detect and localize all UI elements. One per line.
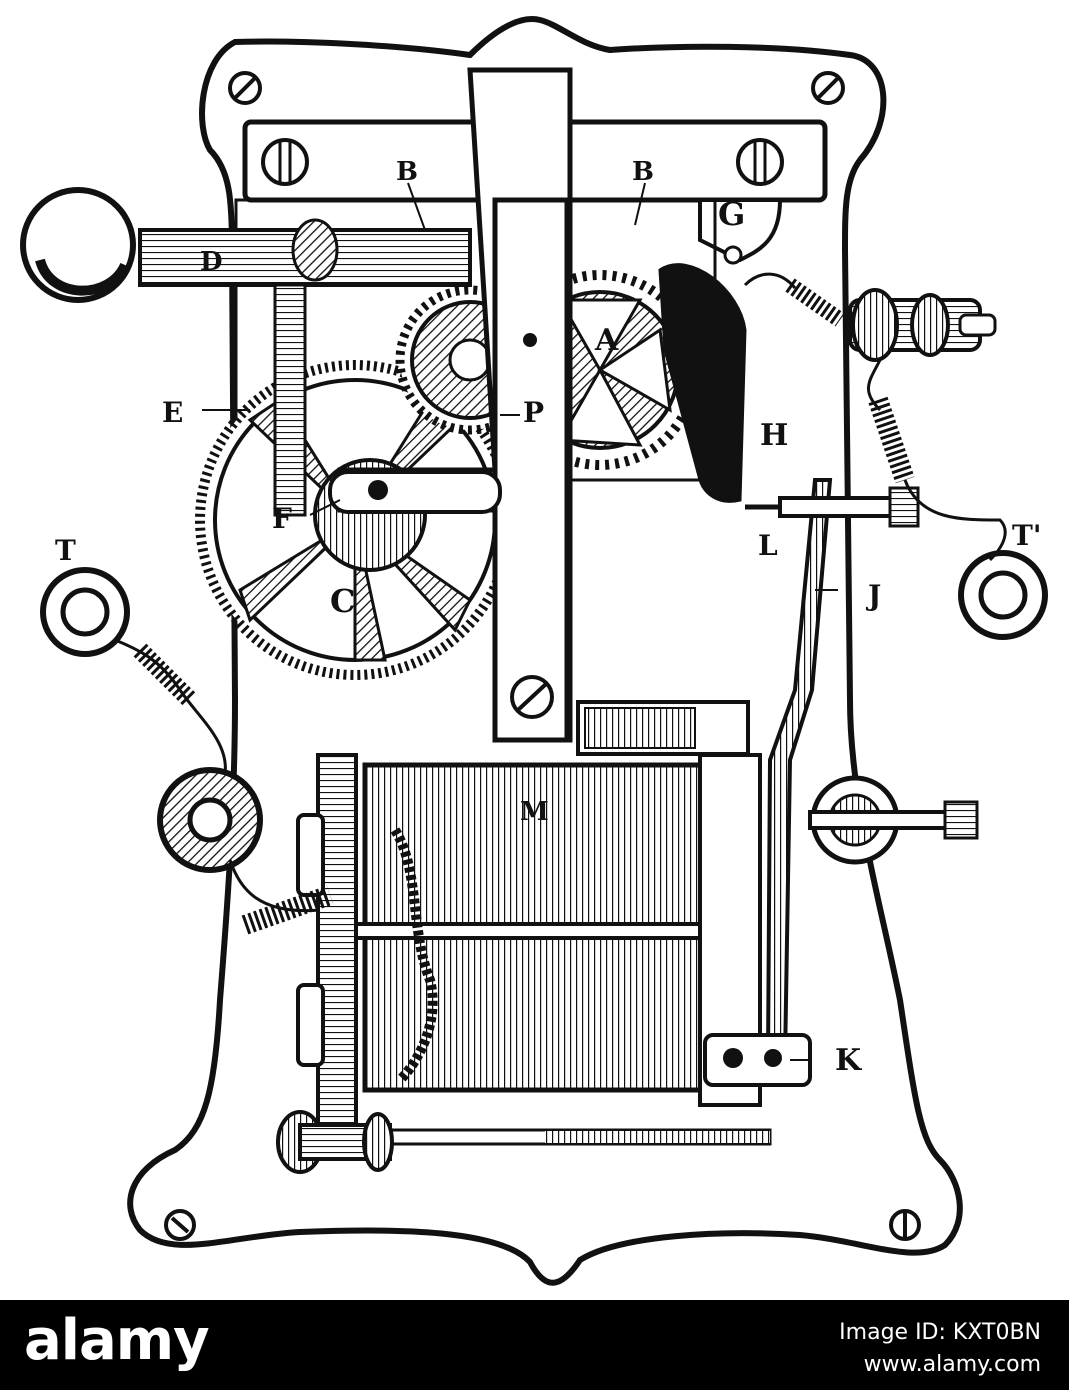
label-d: D [200, 247, 223, 277]
label-f: F [272, 502, 292, 535]
site-url: www.alamy.com [863, 1352, 1041, 1377]
electric-bell-mechanism-diagram: B B G D A E P H F L T T' J C M K [20, 16, 1048, 1286]
brand-logo: alamy [24, 1308, 210, 1373]
label-e: E [162, 396, 183, 429]
watermark-bar: alamy Image ID: KXT0BN www.alamy.com [0, 1300, 1069, 1390]
arbor-screw [510, 675, 554, 719]
wire [866, 359, 1007, 562]
plate-screw [164, 1209, 196, 1241]
plate-screw [889, 1209, 921, 1241]
wire [228, 859, 321, 913]
coil-spring [868, 396, 915, 484]
terminal-t-left [40, 567, 130, 657]
binding-post [808, 775, 979, 865]
label-m: M [520, 797, 549, 827]
winding-key-d [20, 187, 472, 303]
label-c: C [330, 582, 355, 620]
label-j: J [865, 579, 881, 612]
label-h: H [760, 418, 788, 453]
label-b-left: B [396, 157, 418, 187]
binding-post [848, 288, 997, 362]
label-k: K [835, 1043, 862, 1078]
label-l: L [758, 529, 778, 562]
bracket-screw [261, 138, 309, 186]
bracket-screw [736, 138, 784, 186]
label-b-right: B [632, 157, 654, 187]
terminal-nut [157, 767, 263, 873]
plate-screw [228, 71, 262, 105]
terminal-block-k [703, 1033, 812, 1087]
coil-spring [785, 278, 845, 327]
wire [743, 272, 797, 289]
label-p: P [523, 396, 544, 429]
label-t-right: T' [1012, 519, 1041, 552]
label-g: G [718, 195, 745, 233]
adjusting-rod [276, 1110, 772, 1174]
label-t-left: T [55, 534, 76, 567]
image-id-text: Image ID: KXT0BN [839, 1320, 1041, 1345]
lever-e [273, 283, 307, 517]
armature [576, 700, 750, 756]
terminal-t-right [958, 550, 1048, 640]
hammer-h [658, 263, 747, 503]
label-a: A [594, 323, 619, 358]
plate-screw [811, 71, 845, 105]
